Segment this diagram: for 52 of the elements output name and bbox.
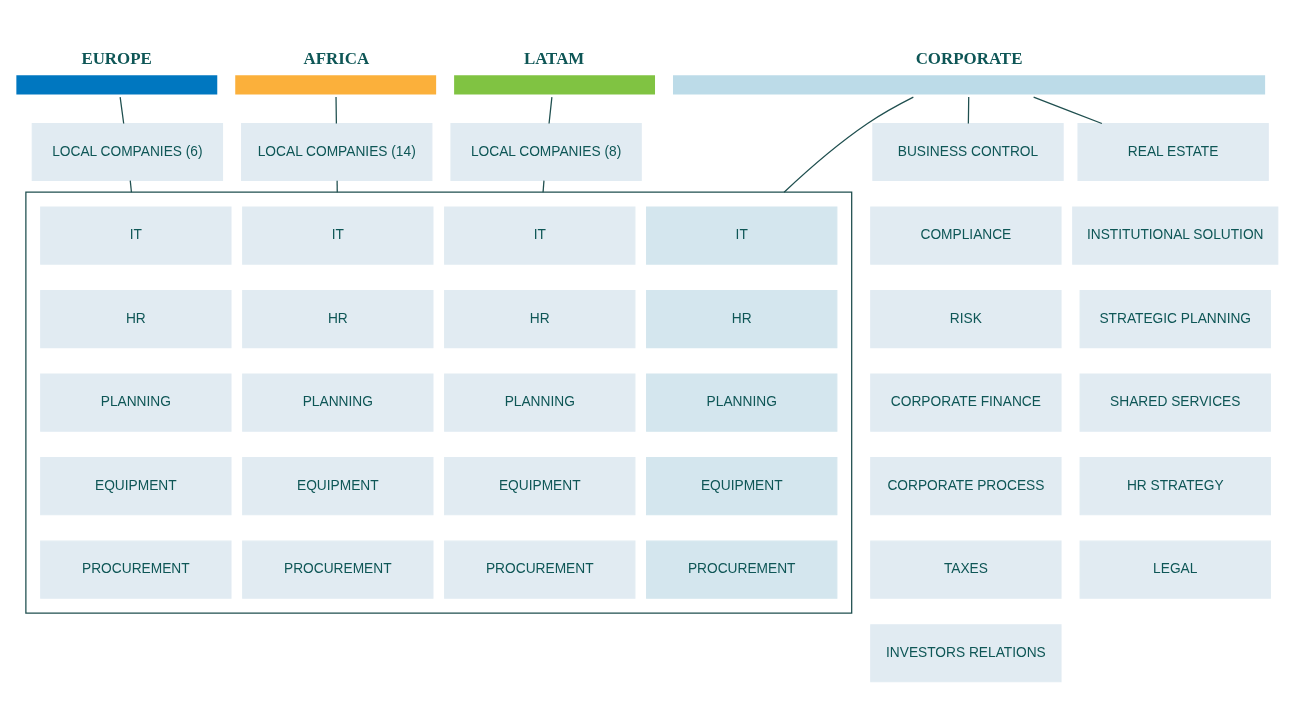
connector (548, 96, 553, 124)
node-box (16, 74, 218, 94)
node-box: CORPORATE PROCESS (870, 456, 1062, 515)
node-label: AFRICA (303, 48, 370, 68)
node-box: PROCUREMENT (646, 540, 838, 599)
node-box: EQUIPMENT (40, 456, 232, 515)
node-box: LOCAL COMPANIES (6) (31, 122, 224, 181)
node-box: LOCAL COMPANIES (14) (241, 122, 433, 181)
node-box: HR (444, 289, 636, 348)
node-box: IT (242, 206, 434, 265)
node-box: BUSINESS CONTROL (872, 122, 1064, 181)
node-box: PLANNING (40, 373, 232, 432)
node-box: HR (40, 289, 232, 348)
node-box: SHARED SERVICES (1079, 373, 1271, 432)
node-box: PLANNING (242, 373, 434, 432)
node-box: EQUIPMENT (444, 456, 636, 515)
node-label: CORPORATE (915, 48, 1023, 68)
node-box: HR (242, 289, 434, 348)
connector (119, 96, 125, 124)
node-box: EQUIPMENT (242, 456, 434, 515)
node-box: COMPLIANCE (870, 206, 1062, 265)
node-box: PLANNING (444, 373, 636, 432)
connector (783, 96, 914, 193)
node-box: STRATEGIC PLANNING (1079, 289, 1271, 348)
node-box: LOCAL COMPANIES (8) (450, 122, 642, 181)
node-box (673, 74, 1266, 94)
node-box: REAL ESTATE (1077, 122, 1269, 181)
node-label: EUROPE (81, 48, 152, 68)
node-box: LEGAL (1079, 540, 1271, 599)
node-box: INVESTORS RELATIONS (870, 623, 1062, 682)
node-label: LATAM (523, 48, 585, 68)
node-box: HR STRATEGY (1079, 456, 1271, 515)
node-box: TAXES (870, 540, 1062, 599)
connector (335, 96, 337, 124)
connector (1033, 96, 1103, 124)
node-box: RISK (870, 289, 1062, 348)
node-box: HR (646, 289, 838, 348)
connector (336, 179, 338, 193)
cluster (25, 191, 853, 614)
node-box: IT (40, 206, 232, 265)
node-box (235, 74, 437, 94)
node-box: INSTITUTIONAL SOLUTION (1072, 206, 1279, 265)
node-box: PROCUREMENT (242, 540, 434, 599)
node-box (454, 74, 655, 94)
node-box: IT (646, 206, 838, 265)
node-box: IT (444, 206, 636, 265)
node-box: PROCUREMENT (444, 540, 636, 599)
connector (967, 96, 970, 124)
node-box: PROCUREMENT (40, 540, 232, 599)
node-box: CORPORATE FINANCE (870, 373, 1062, 432)
node-box: EQUIPMENT (646, 456, 838, 515)
node-box: PLANNING (646, 373, 838, 432)
